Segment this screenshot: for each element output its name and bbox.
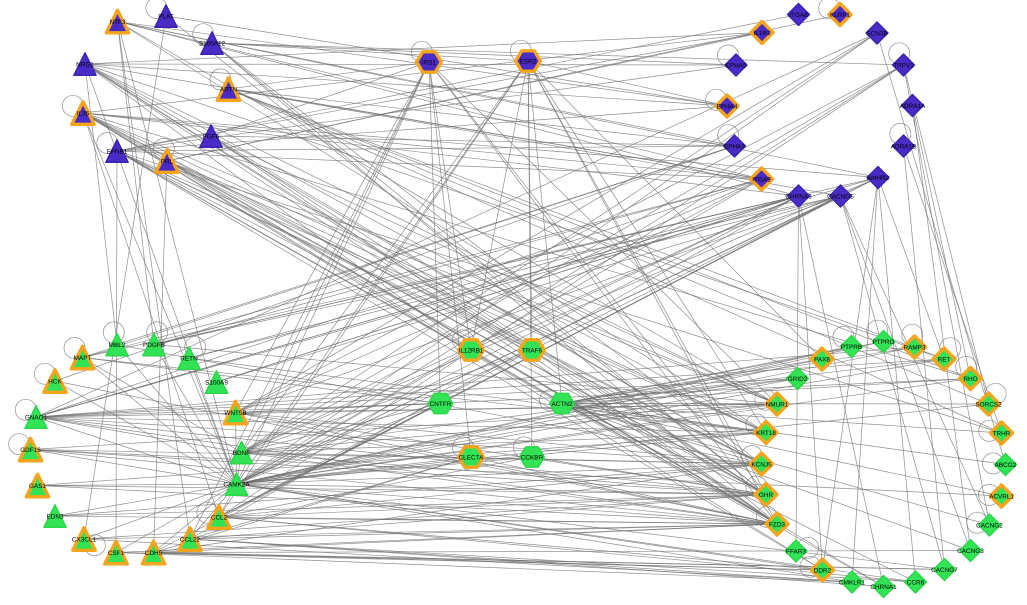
- svg-text:AMHR2: AMHR2: [867, 175, 890, 182]
- svg-text:FZD3: FZD3: [769, 521, 785, 528]
- svg-text:KCNJ5: KCNJ5: [751, 461, 772, 468]
- svg-text:NRG1: NRG1: [76, 61, 94, 68]
- svg-text:EFNB1: EFNB1: [107, 148, 128, 155]
- svg-text:EPHA5: EPHA5: [726, 62, 747, 69]
- svg-text:CDH5: CDH5: [145, 550, 163, 557]
- svg-text:CCR6: CCR6: [907, 579, 925, 586]
- svg-text:ITGA8: ITGA8: [789, 12, 808, 19]
- svg-text:SORCS2: SORCS2: [975, 401, 1002, 408]
- svg-text:IL1R2: IL1R2: [753, 30, 770, 37]
- svg-text:BDNF: BDNF: [233, 450, 250, 457]
- svg-text:ESR2: ESR2: [520, 58, 537, 65]
- svg-text:IRS1: IRS1: [422, 59, 437, 66]
- svg-text:IL12RB1: IL12RB1: [459, 347, 484, 354]
- svg-text:CNTFR: CNTFR: [430, 401, 452, 408]
- svg-text:CAMK2A: CAMK2A: [223, 481, 250, 488]
- svg-text:S100A9: S100A9: [205, 379, 228, 386]
- svg-text:ADRA1B: ADRA1B: [891, 143, 917, 150]
- svg-text:CHRNA1: CHRNA1: [870, 584, 897, 591]
- svg-text:PTPRO: PTPRO: [872, 339, 894, 346]
- svg-text:PAX8: PAX8: [814, 356, 830, 363]
- svg-text:CSF1: CSF1: [108, 550, 125, 557]
- svg-text:EDN3: EDN3: [46, 513, 63, 520]
- svg-text:HCK: HCK: [48, 378, 62, 385]
- svg-text:CCL2: CCL2: [211, 514, 228, 521]
- svg-text:PRL: PRL: [161, 158, 174, 165]
- svg-text:GNAO1: GNAO1: [25, 414, 48, 421]
- svg-text:GRID2: GRID2: [788, 376, 808, 383]
- svg-text:TRHR: TRHR: [993, 430, 1011, 437]
- svg-text:ITGA9: ITGA9: [752, 176, 771, 183]
- svg-text:DDR2: DDR2: [814, 567, 832, 574]
- svg-text:CACNG7: CACNG7: [931, 567, 958, 574]
- svg-text:RAMP3: RAMP3: [903, 344, 925, 351]
- svg-text:RET: RET: [938, 356, 951, 363]
- svg-text:RHO: RHO: [963, 376, 977, 383]
- svg-text:KLRF1: KLRF1: [830, 12, 850, 19]
- svg-text:CACNG2: CACNG2: [976, 522, 1003, 529]
- svg-text:PTPRB: PTPRB: [841, 344, 862, 351]
- svg-text:CCKBR: CCKBR: [521, 454, 544, 461]
- svg-text:ACVRL1: ACVRL1: [989, 493, 1014, 500]
- svg-text:ARTN: ARTN: [220, 86, 238, 93]
- svg-text:S100A12: S100A12: [199, 40, 226, 47]
- svg-text:FFAR3: FFAR3: [786, 548, 806, 555]
- svg-text:TRPV1: TRPV1: [893, 62, 914, 69]
- svg-text:SCN3B: SCN3B: [866, 30, 887, 37]
- svg-text:PDGFB: PDGFB: [143, 342, 165, 349]
- svg-text:EPHA3: EPHA3: [724, 143, 745, 150]
- svg-text:ACTN2: ACTN2: [552, 401, 573, 408]
- svg-text:KRT18: KRT18: [756, 430, 776, 437]
- svg-text:ABCG2: ABCG2: [995, 462, 1017, 469]
- svg-text:CCL22: CCL22: [180, 536, 200, 543]
- svg-text:GAS1: GAS1: [29, 483, 46, 490]
- svg-text:CACNG5: CACNG5: [827, 193, 854, 200]
- svg-text:CACNG3: CACNG3: [957, 548, 984, 555]
- svg-text:MAPT: MAPT: [74, 355, 92, 362]
- svg-text:GHR: GHR: [759, 492, 774, 499]
- svg-text:NTF3: NTF3: [110, 19, 126, 26]
- svg-text:CLEC7A: CLEC7A: [459, 454, 485, 461]
- svg-text:MBL2: MBL2: [109, 342, 126, 349]
- svg-text:CMKLR1: CMKLR1: [839, 579, 865, 586]
- svg-text:FGF6: FGF6: [203, 133, 220, 140]
- svg-text:WNT5B: WNT5B: [224, 410, 246, 417]
- svg-text:GDF15: GDF15: [20, 447, 41, 454]
- svg-text:NMUR1: NMUR1: [766, 401, 789, 408]
- svg-text:ADRA1A: ADRA1A: [900, 103, 926, 110]
- svg-text:EPHA4: EPHA4: [717, 103, 738, 110]
- svg-text:PLAT: PLAT: [158, 13, 174, 20]
- svg-text:CX3CL1: CX3CL1: [72, 536, 97, 543]
- svg-text:CHRNA3: CHRNA3: [785, 193, 812, 200]
- svg-text:RETN: RETN: [180, 355, 198, 362]
- svg-text:TRAF6: TRAF6: [522, 347, 543, 354]
- svg-text:IL36: IL36: [77, 110, 90, 117]
